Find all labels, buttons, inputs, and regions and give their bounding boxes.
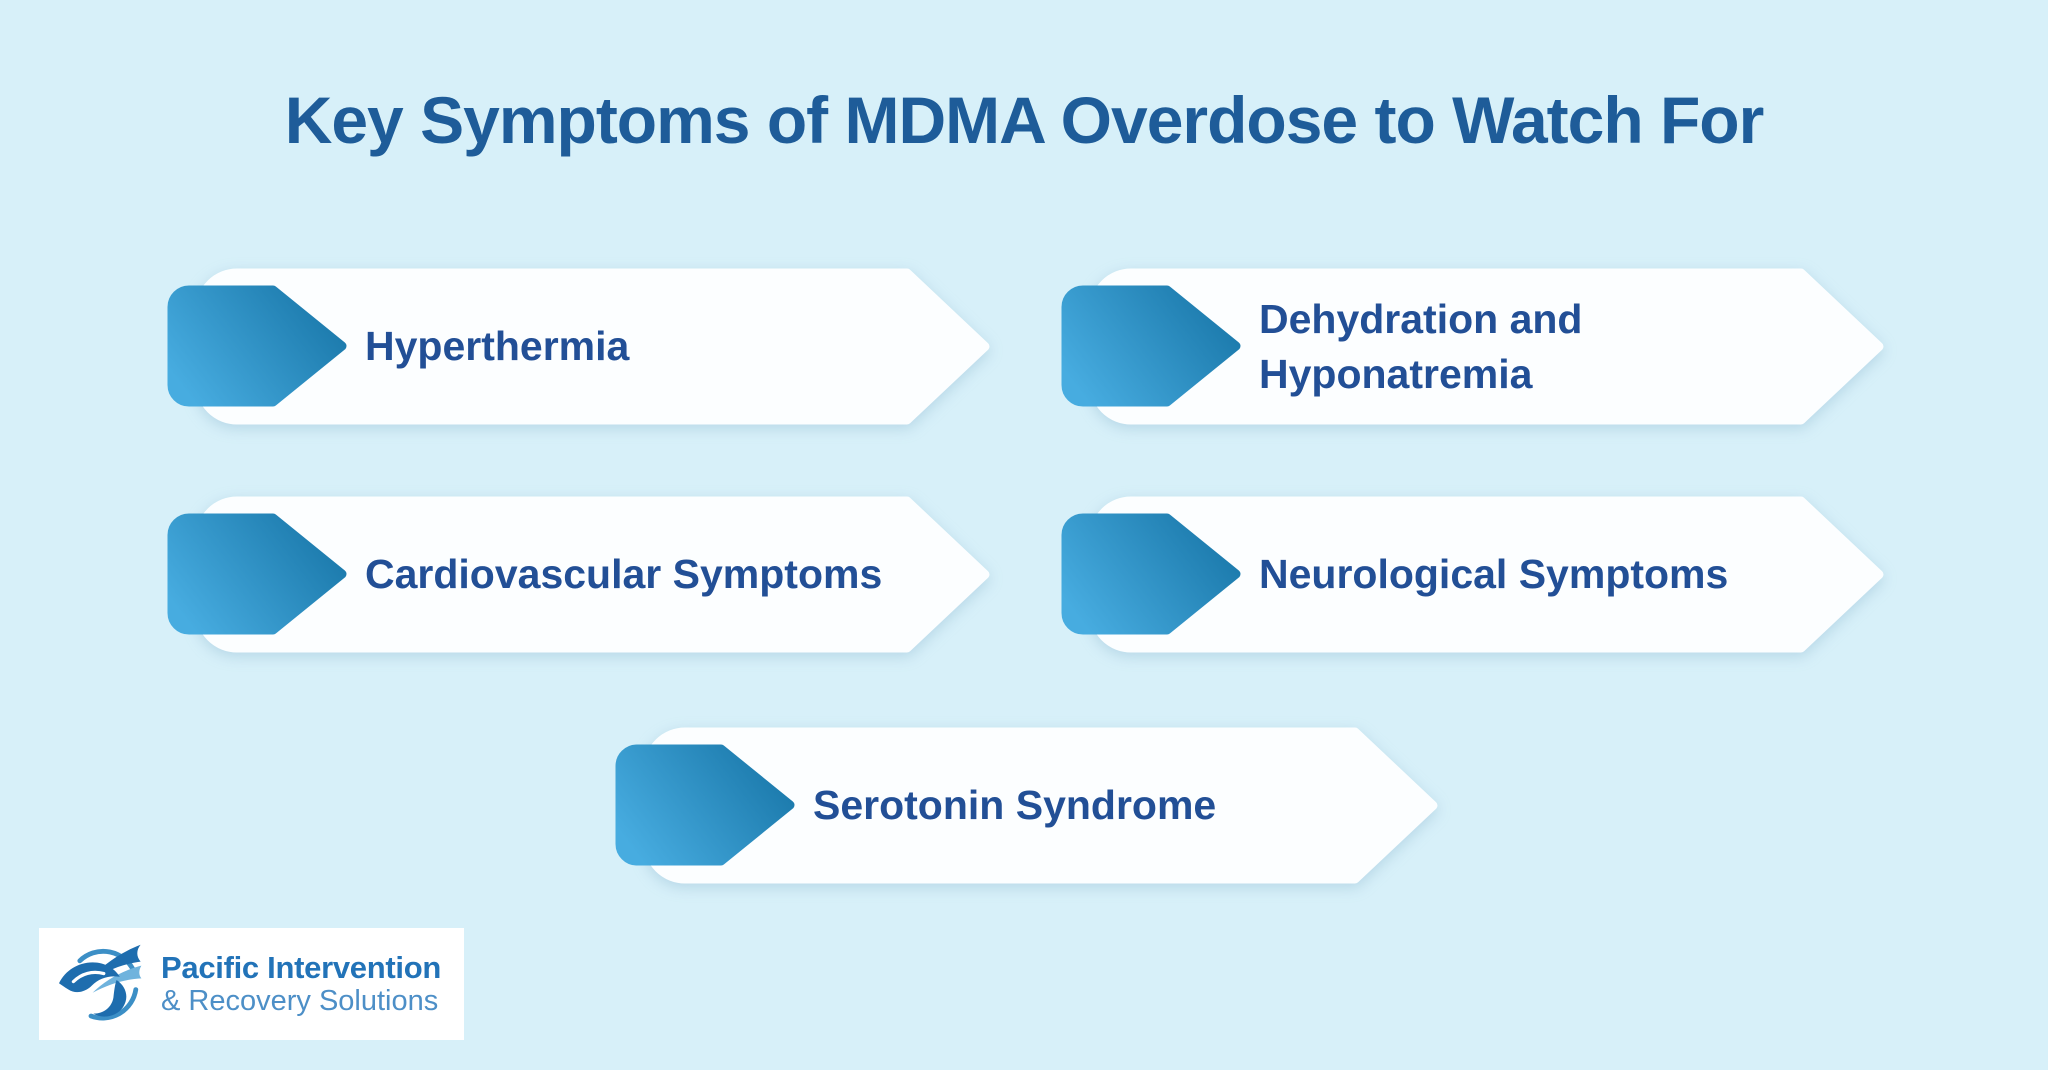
symptom-banner-hyperthermia: Hyperthermia — [167, 268, 990, 425]
logo-text: Pacific Intervention & Recovery Solution… — [161, 950, 441, 1019]
arrow-bullet-icon — [1061, 285, 1241, 407]
logo-org-subtitle: & Recovery Solutions — [161, 985, 439, 1018]
symptom-label-hyperthermia: Hyperthermia — [365, 323, 630, 370]
eagle-swoosh-logo-icon — [59, 944, 142, 1021]
arrow-bullet-icon — [167, 513, 347, 635]
symptom-label-cardiovascular: Cardiovascular Symptoms — [365, 551, 883, 598]
logo: Pacific Intervention & Recovery Solution… — [39, 928, 464, 1040]
arrow-bullet-icon — [615, 744, 795, 866]
symptom-label-serotonin-syndrome: Serotonin Syndrome — [813, 782, 1217, 829]
symptom-banner-neurological: Neurological Symptoms — [1061, 496, 1884, 653]
arrow-bullet-icon — [167, 285, 347, 407]
arrow-bullet-icon — [1061, 513, 1241, 635]
symptom-banner-serotonin-syndrome: Serotonin Syndrome — [615, 727, 1438, 884]
symptom-label-neurological: Neurological Symptoms — [1259, 551, 1729, 598]
logo-org-name: Pacific Intervention — [161, 949, 441, 985]
symptom-label-dehydration-hyponatremia: Dehydration and Hyponatremia — [1259, 296, 1583, 397]
symptom-banner-cardiovascular: Cardiovascular Symptoms — [167, 496, 990, 653]
symptom-banner-dehydration-hyponatremia: Dehydration and Hyponatremia — [1061, 268, 1884, 425]
page-title: Key Symptoms of MDMA Overdose to Watch F… — [284, 83, 1765, 157]
